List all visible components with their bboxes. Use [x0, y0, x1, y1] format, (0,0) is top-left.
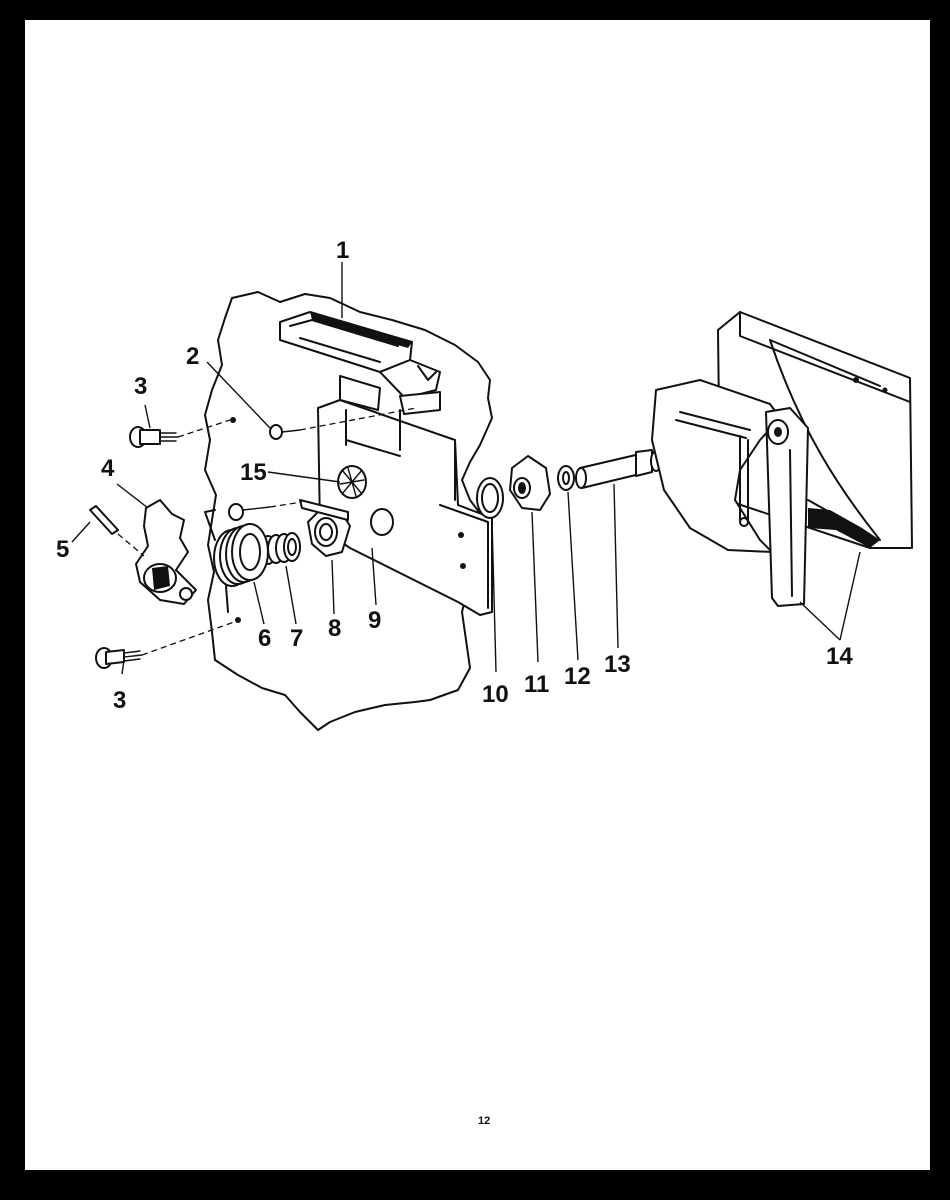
actuator-paddle-assembly: [651, 311, 913, 607]
callout-10: 10: [482, 681, 509, 708]
bearing-flange: [509, 455, 551, 511]
callout-9: 9: [368, 607, 381, 634]
callout-14: 14: [826, 643, 853, 670]
callout-7: 7: [290, 625, 303, 652]
screw-bracket: [228, 503, 271, 521]
callout-6: 6: [258, 625, 271, 652]
screw-bottom: [95, 647, 143, 669]
leader-lines: [71, 262, 861, 675]
callout-11: 11: [524, 671, 549, 698]
screw-small: [269, 424, 301, 440]
torsion-spring: [204, 509, 269, 613]
pivot-shaft: [575, 449, 662, 489]
callout-3-bottom: 3: [113, 687, 126, 714]
page-number: 12: [478, 1115, 490, 1127]
flat-washer: [557, 465, 575, 491]
dispenser-housing: [279, 311, 441, 415]
callout-4: 4: [101, 455, 115, 482]
callout-15: 15: [240, 459, 267, 486]
bushing-nut: [299, 499, 351, 557]
lock-washer-part: [337, 465, 367, 499]
callout-8: 8: [328, 615, 341, 642]
screw-top: [129, 426, 179, 448]
callout-labels: 1 2 3 3 4 5 6 7 8 9 10 11 12 13 14 15: [56, 237, 853, 714]
callout-13: 13: [604, 651, 631, 678]
callout-1: 1: [336, 237, 349, 264]
o-ring: [476, 477, 504, 519]
lever-pin: [89, 505, 119, 535]
callout-3-top: 3: [134, 373, 147, 400]
callout-2: 2: [186, 343, 199, 370]
actuator-lever: [135, 499, 197, 605]
callout-5: 5: [56, 536, 69, 563]
callout-12: 12: [564, 663, 591, 690]
